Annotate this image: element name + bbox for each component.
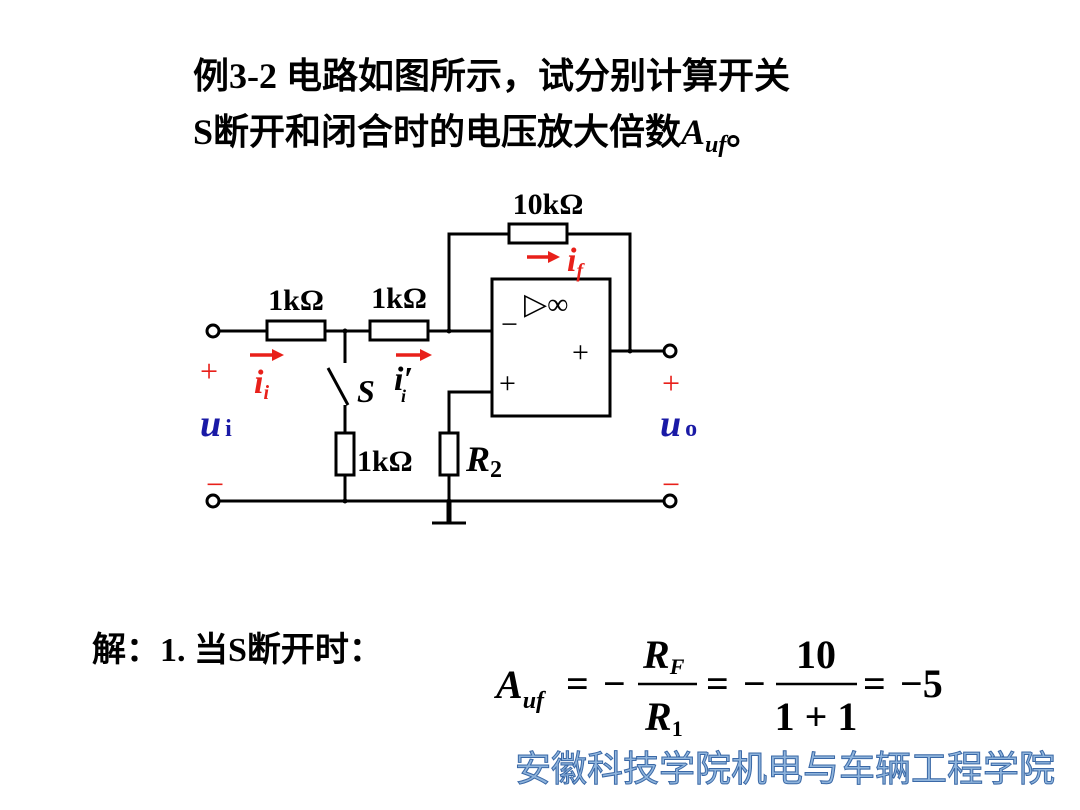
- uo-minus-sign: −: [662, 466, 680, 502]
- opamp-output-sign: +: [572, 336, 589, 369]
- institution-footer: 安徽科技学院机电与车辆工程学院: [514, 749, 1056, 791]
- input-terminal-bottom: [205, 493, 221, 509]
- formula-eq2: =: [706, 661, 729, 706]
- input-terminal-top: [205, 323, 221, 339]
- current-arrow-i-prime: [396, 349, 432, 361]
- label-if: if: [567, 242, 585, 282]
- formula-lhs: Auf: [493, 662, 546, 714]
- resistor-1k-input2: [368, 319, 430, 342]
- label-10k: 10kΩ: [513, 188, 584, 221]
- title-line2-prefix: S断开和闭合时的电压放大倍数: [193, 112, 682, 152]
- title-auf-subscript: uf: [705, 132, 727, 158]
- formula-den-sum: 1 + 1: [775, 694, 858, 739]
- resistor-1k-input1: [265, 319, 327, 342]
- opamp-inverting-sign: −: [501, 308, 518, 341]
- problem-title-line2: S断开和闭合时的电压放大倍数Auf。: [193, 104, 790, 173]
- formula-eq1: =: [566, 661, 589, 706]
- title-auf-symbol: A: [681, 112, 706, 152]
- formula-result: −5: [900, 661, 943, 706]
- opamp-body: [490, 277, 612, 418]
- current-arrow-if: [527, 251, 560, 263]
- ui-minus-sign: −: [206, 466, 224, 502]
- opamp-noninverting-sign: +: [499, 367, 516, 400]
- formula-minus2: −: [743, 661, 766, 706]
- output-terminal-top: [662, 343, 678, 359]
- formula-eq3: =: [863, 661, 886, 706]
- formula-den-r1: R1: [644, 694, 683, 741]
- formula-num-rf: RF: [642, 632, 685, 679]
- label-1k-shunt: 1kΩ: [357, 445, 413, 478]
- output-terminal-bottom: [662, 493, 678, 509]
- problem-title-line1: 例3-2 电路如图所示，试分别计算开关: [193, 56, 790, 96]
- current-arrow-ii: [250, 349, 284, 361]
- label-1k-input1: 1kΩ: [268, 284, 324, 317]
- formula-num-10: 10: [796, 632, 836, 677]
- solution-label: 解：1. 当S断开时：: [92, 632, 383, 669]
- formula-minus1: −: [603, 661, 626, 706]
- problem-title: 例3-2 电路如图所示，试分别计算开关 S断开和闭合时的电压放大倍数Auf。: [193, 48, 790, 173]
- label-ii: ii: [254, 364, 269, 404]
- title-period: 。: [726, 112, 763, 152]
- resistor-10k-feedback: [507, 222, 569, 245]
- label-switch-s: S: [357, 373, 375, 409]
- uo-plus-sign: +: [662, 365, 680, 401]
- resistor-1k-shunt: [334, 431, 356, 477]
- label-i-prime: i′i: [394, 361, 413, 406]
- label-r2: R2: [465, 439, 502, 483]
- resistor-r2: [438, 431, 460, 477]
- opamp-symbol: ▷∞: [524, 288, 568, 321]
- ui-plus-sign: +: [200, 353, 218, 389]
- label-1k-input2: 1kΩ: [371, 282, 427, 315]
